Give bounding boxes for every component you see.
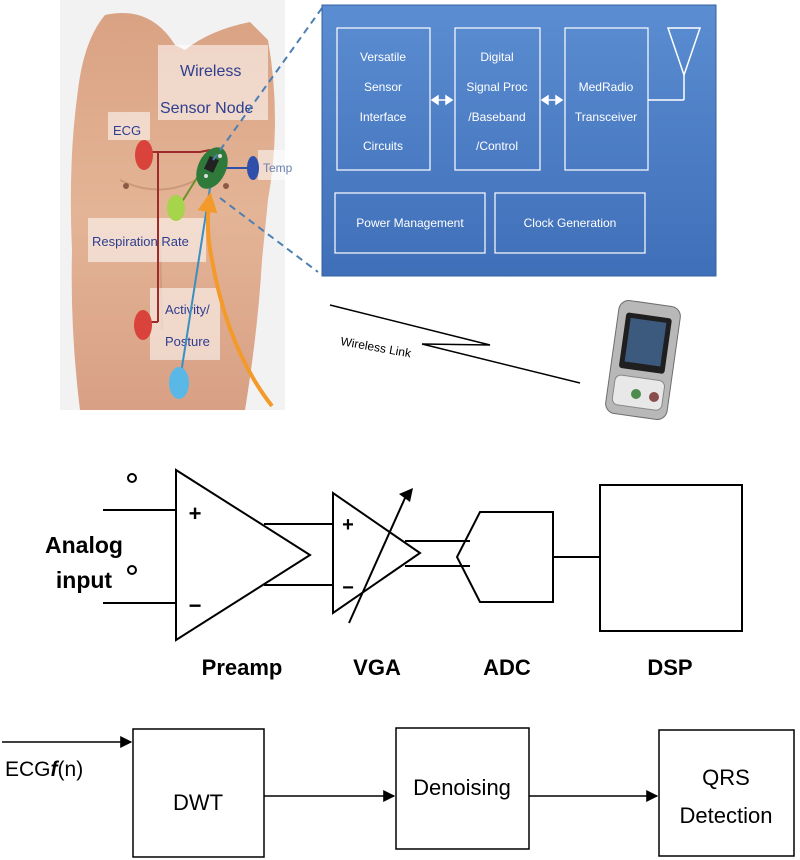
power-management-block — [334, 192, 486, 254]
transceiver-line-2: Transceiver — [575, 110, 637, 124]
analog-front-end — [103, 468, 743, 642]
vga-arrow-head — [399, 488, 413, 502]
denoising-label: Denoising — [413, 775, 511, 800]
ecg-input-label: ECGf(n) — [5, 758, 83, 781]
wireless-node-label-2: Sensor Node — [160, 100, 253, 117]
sensor-node-board — [196, 147, 228, 189]
orange-arrow — [197, 192, 274, 408]
respiration-label-backdrop — [88, 218, 206, 262]
sensor-interface-line-1: Versatile — [360, 50, 406, 64]
dwt-block — [132, 728, 265, 858]
dsp-baseband-line-2: Signal Proc — [466, 80, 527, 94]
wireless-link-zigzag — [329, 304, 581, 384]
activity-label-2: Posture — [165, 334, 210, 349]
vga-label: VGA — [353, 655, 401, 680]
ecg-label: ECG — [113, 123, 141, 138]
nipple-right — [223, 183, 229, 189]
dsp-label: DSP — [647, 655, 692, 680]
vga-minus-sign: − — [342, 577, 354, 599]
dsp-baseband-line-4: /Control — [476, 139, 518, 153]
wireless-link-label: Wireless Link — [339, 334, 413, 360]
vga-variable-arrow — [348, 497, 406, 624]
preamp-plus-sign: + — [189, 501, 202, 526]
nipple-left — [123, 183, 129, 189]
activity-label-1: Activity/ — [165, 302, 210, 317]
sensor-node-block-panel — [321, 4, 717, 277]
dsp-baseband-line-1: Digital — [480, 50, 513, 64]
adc-label: ADC — [483, 655, 531, 680]
ecg-input-func: f — [51, 758, 60, 781]
dwt-label: DWT — [173, 790, 223, 815]
sensor-interface-line-3: Interface — [360, 110, 407, 124]
preamp-triangle — [175, 468, 312, 642]
analog-input-label-1: Analog — [45, 532, 123, 558]
sensor-interface-line-4: Circuits — [363, 139, 403, 153]
dsp-baseband-block — [454, 27, 541, 171]
clock-generation-label: Clock Generation — [524, 216, 617, 230]
preamp-minus-sign: − — [189, 593, 202, 618]
temp-label: Temp — [263, 161, 293, 175]
bidirectional-arrow-1 — [430, 94, 454, 106]
respiration-label: Respiration Rate — [92, 234, 189, 249]
bidirectional-arrow-2 — [540, 94, 564, 106]
temp-electrode — [247, 156, 259, 180]
ecg-input-suffix: (n) — [58, 758, 84, 781]
vga-triangle — [332, 491, 422, 615]
dsp-block — [599, 484, 743, 632]
processing-chain — [2, 727, 795, 858]
transceiver-line-1: MedRadio — [579, 80, 634, 94]
qrs-label-2: Detection — [680, 803, 773, 828]
qrs-label-1: QRS — [702, 765, 750, 790]
ecg-input-prefix: ECG — [5, 758, 51, 781]
wireless-node-label-1: Wireless — [180, 63, 241, 80]
power-management-label: Power Management — [356, 216, 464, 230]
ecg-label-backdrop — [108, 112, 150, 140]
temp-label-backdrop — [258, 150, 306, 180]
qrs-detection-block — [658, 729, 795, 857]
sensor-interface-line-2: Sensor — [364, 80, 402, 94]
antenna-icon — [648, 27, 702, 101]
transceiver-block — [564, 27, 649, 171]
sensor-interface-block — [336, 27, 431, 171]
activity-electrode — [169, 367, 189, 399]
dashed-line-bottom — [219, 197, 319, 273]
vga-plus-sign: + — [342, 514, 354, 536]
chest-shadow — [119, 177, 201, 191]
dsp-baseband-line-3: /Baseband — [468, 110, 525, 124]
ecg-electrode-top — [135, 140, 153, 170]
preamp-label: Preamp — [202, 655, 283, 680]
respiration-electrode — [167, 195, 185, 221]
ecg-electrode-bottom — [134, 310, 152, 340]
mobile-phone-icon — [605, 300, 681, 420]
denoising-block — [395, 727, 530, 850]
adc-block — [455, 511, 554, 603]
clock-generation-block — [494, 192, 646, 254]
analog-input-label-2: input — [56, 567, 113, 593]
